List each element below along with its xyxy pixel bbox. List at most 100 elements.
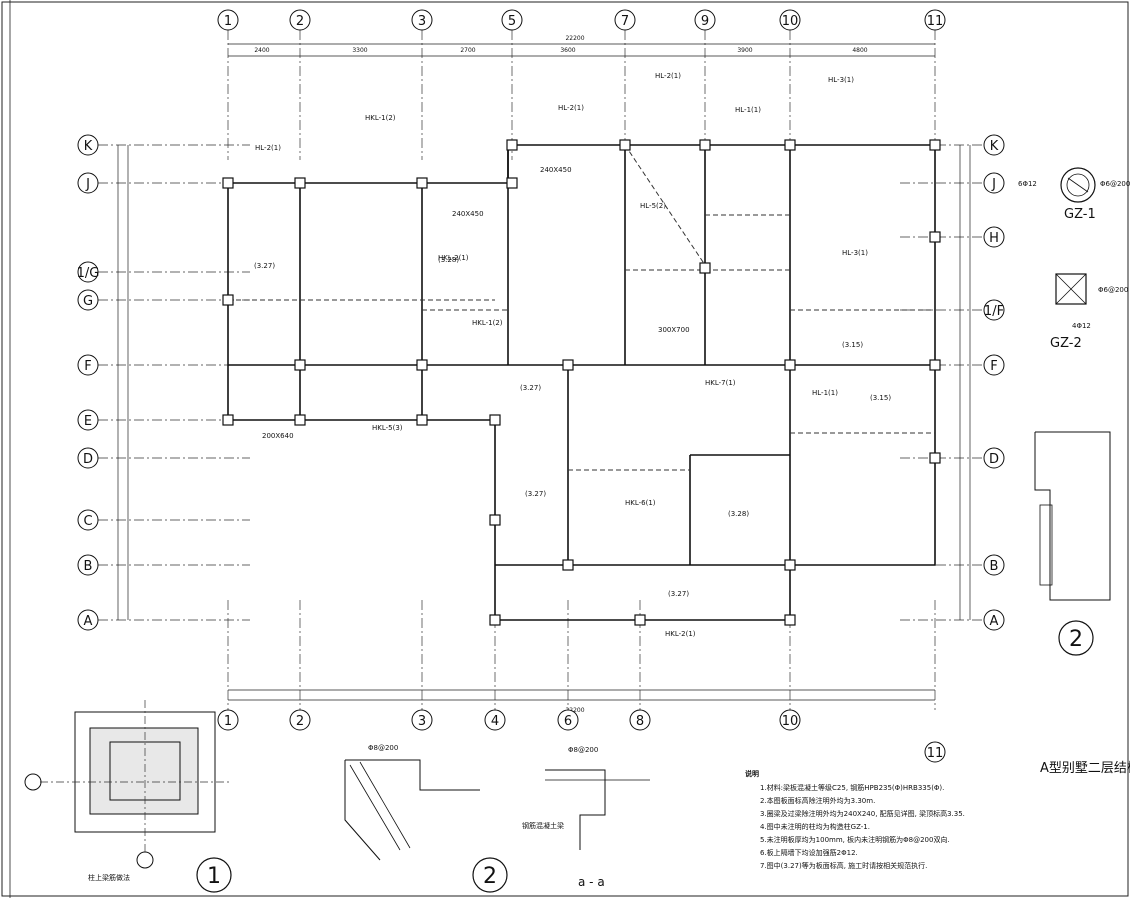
notes: A型别墅二层结构图 说明 1.材料:梁板混凝土等级C25, 钢筋HPB235(Φ… bbox=[745, 761, 1130, 870]
grid-bubble-top-label: 11 bbox=[927, 14, 944, 29]
grid-bubble-right-label: B bbox=[990, 559, 999, 574]
grid-bubble-left bbox=[77, 134, 99, 156]
grid-bubble-left-label: 1/G bbox=[77, 266, 100, 281]
slab-elev: (3.27) bbox=[254, 262, 275, 270]
beam-label: HL-2(1) bbox=[655, 72, 681, 80]
grid-bubble-top bbox=[694, 9, 716, 31]
column bbox=[634, 614, 646, 626]
grid-bubble-bottom bbox=[629, 709, 651, 731]
grid-bubble-right-label: K bbox=[990, 139, 999, 154]
section-size: 200X640 bbox=[262, 432, 294, 440]
grid-bubble-bottom bbox=[289, 709, 311, 731]
beam-label: HL-3(1) bbox=[842, 249, 868, 257]
slab-elev: (3.27) bbox=[520, 384, 541, 392]
gz2-stirrup: Φ6@200 bbox=[1098, 286, 1128, 294]
grid-bubble-left-label: K bbox=[84, 139, 93, 154]
column bbox=[784, 559, 796, 571]
column bbox=[784, 359, 796, 371]
grid-bubble-top-label: 9 bbox=[701, 14, 709, 29]
grid-bubble-bottom-label: 2 bbox=[296, 714, 304, 729]
grid-bubble-right bbox=[983, 554, 1005, 576]
column bbox=[562, 559, 574, 571]
slab-elev: (3.27) bbox=[525, 490, 546, 498]
beam-label: HL-3(1) bbox=[828, 76, 854, 84]
note-item: 1.材料:梁板混凝土等级C25, 钢筋HPB235(Φ)HRB335(Φ). bbox=[760, 783, 944, 792]
section-size: 240X450 bbox=[540, 166, 572, 174]
grid-bubble-left bbox=[77, 289, 99, 311]
grid-bubble-left-label: C bbox=[83, 514, 92, 529]
dim-3: 2700 bbox=[460, 47, 475, 54]
column bbox=[416, 177, 428, 189]
slab-elev: (3.27) bbox=[668, 590, 689, 598]
grid-bubble-right-label: 1/F bbox=[984, 304, 1004, 319]
section-size: 240X450 bbox=[452, 210, 484, 218]
dim-1: 2400 bbox=[254, 47, 269, 54]
column bbox=[416, 359, 428, 371]
grid-bubble-top-label: 1 bbox=[224, 14, 232, 29]
grid-bubble-bottom-label: 4 bbox=[491, 714, 499, 729]
grid-bubble-right-label: J bbox=[991, 177, 996, 192]
detail-right: 2 bbox=[1034, 431, 1111, 656]
detail-1: 柱上梁筋做法 1 bbox=[24, 700, 232, 893]
grid-lines-vertical bbox=[227, 30, 936, 710]
gz2-label: GZ-2 bbox=[1050, 336, 1082, 351]
grid-bubble-bottom-label: 3 bbox=[418, 714, 426, 729]
grid-bubble-top bbox=[924, 9, 946, 31]
column bbox=[929, 452, 941, 464]
grid-bubble-right bbox=[983, 609, 1005, 631]
column bbox=[489, 514, 501, 526]
legend-gz2: GZ-2 Φ6@200 4Φ12 bbox=[1050, 273, 1128, 351]
beam-label: HKL-2(1) bbox=[665, 630, 696, 638]
grid-bubble-right bbox=[983, 226, 1005, 248]
section-stirrup: Φ8@200 bbox=[568, 746, 598, 754]
grid-bubble-bottom-label: 6 bbox=[564, 714, 572, 729]
dim-6: 4800 bbox=[852, 47, 867, 54]
grid-bubble-top bbox=[289, 9, 311, 31]
detail-1-number: 1 bbox=[207, 864, 221, 889]
grid-bubble-top bbox=[779, 9, 801, 31]
grid-bubble-top-label: 10 bbox=[782, 14, 799, 29]
section-label: a - a bbox=[578, 875, 605, 889]
column bbox=[222, 414, 234, 426]
grid-bubble-bottom-label: 11 bbox=[927, 746, 944, 761]
slab-elev: (3.15) bbox=[870, 394, 891, 402]
notes-title: 说明 bbox=[745, 769, 759, 778]
note-item: 2.本图板面标高除注明外均为3.30m. bbox=[760, 796, 875, 805]
column bbox=[506, 177, 518, 189]
detail-2-corner: Φ8@200 2 bbox=[344, 744, 508, 893]
grid-bubble-right bbox=[983, 354, 1005, 376]
beam-label: HKL-5(3) bbox=[372, 424, 403, 432]
grid-bubble-right bbox=[983, 447, 1005, 469]
grid-bubble-left-label: B bbox=[84, 559, 93, 574]
grid-bubble-left-label: F bbox=[84, 359, 91, 374]
beam-label: HKL-1(2) bbox=[472, 319, 503, 327]
grid-bubble-right bbox=[983, 172, 1005, 194]
beam-label: HKL-7(1) bbox=[705, 379, 736, 387]
grid-bubble-top-label: 3 bbox=[418, 14, 426, 29]
section-size: 300X700 bbox=[658, 326, 690, 334]
top-total-dim: 22200 bbox=[565, 35, 584, 42]
column bbox=[222, 177, 234, 189]
grid-bubble-bottom bbox=[779, 709, 801, 731]
gz1-stirrup: Φ6@200 bbox=[1100, 180, 1130, 188]
column bbox=[416, 414, 428, 426]
column bbox=[784, 139, 796, 151]
grid-bubble-bottom bbox=[411, 709, 433, 731]
grid-bubble-left bbox=[77, 354, 99, 376]
drawing-title: A型别墅二层结构图 bbox=[1040, 761, 1130, 776]
grid-bubble-left bbox=[77, 261, 99, 283]
column bbox=[699, 139, 711, 151]
column bbox=[784, 614, 796, 626]
beam-annotations: HL-2(1) HKL-1(2) HKL-5(3) HL-2(1) HL-3(1… bbox=[254, 72, 891, 638]
grid-bubble-left bbox=[77, 172, 99, 194]
detail-2-number: 2 bbox=[1069, 627, 1083, 652]
grid-bubble-left-label: G bbox=[83, 294, 93, 309]
stirrup-label: Φ8@200 bbox=[368, 744, 398, 752]
note-item: 3.圈梁及过梁除注明外均为240X240, 配筋见详图, 梁顶标高3.35. bbox=[760, 809, 965, 818]
column bbox=[929, 359, 941, 371]
grid-bubble-top-label: 2 bbox=[296, 14, 304, 29]
column bbox=[619, 139, 631, 151]
beam-label: HL-1(1) bbox=[735, 106, 761, 114]
grid-bubble-bottom bbox=[217, 709, 239, 731]
